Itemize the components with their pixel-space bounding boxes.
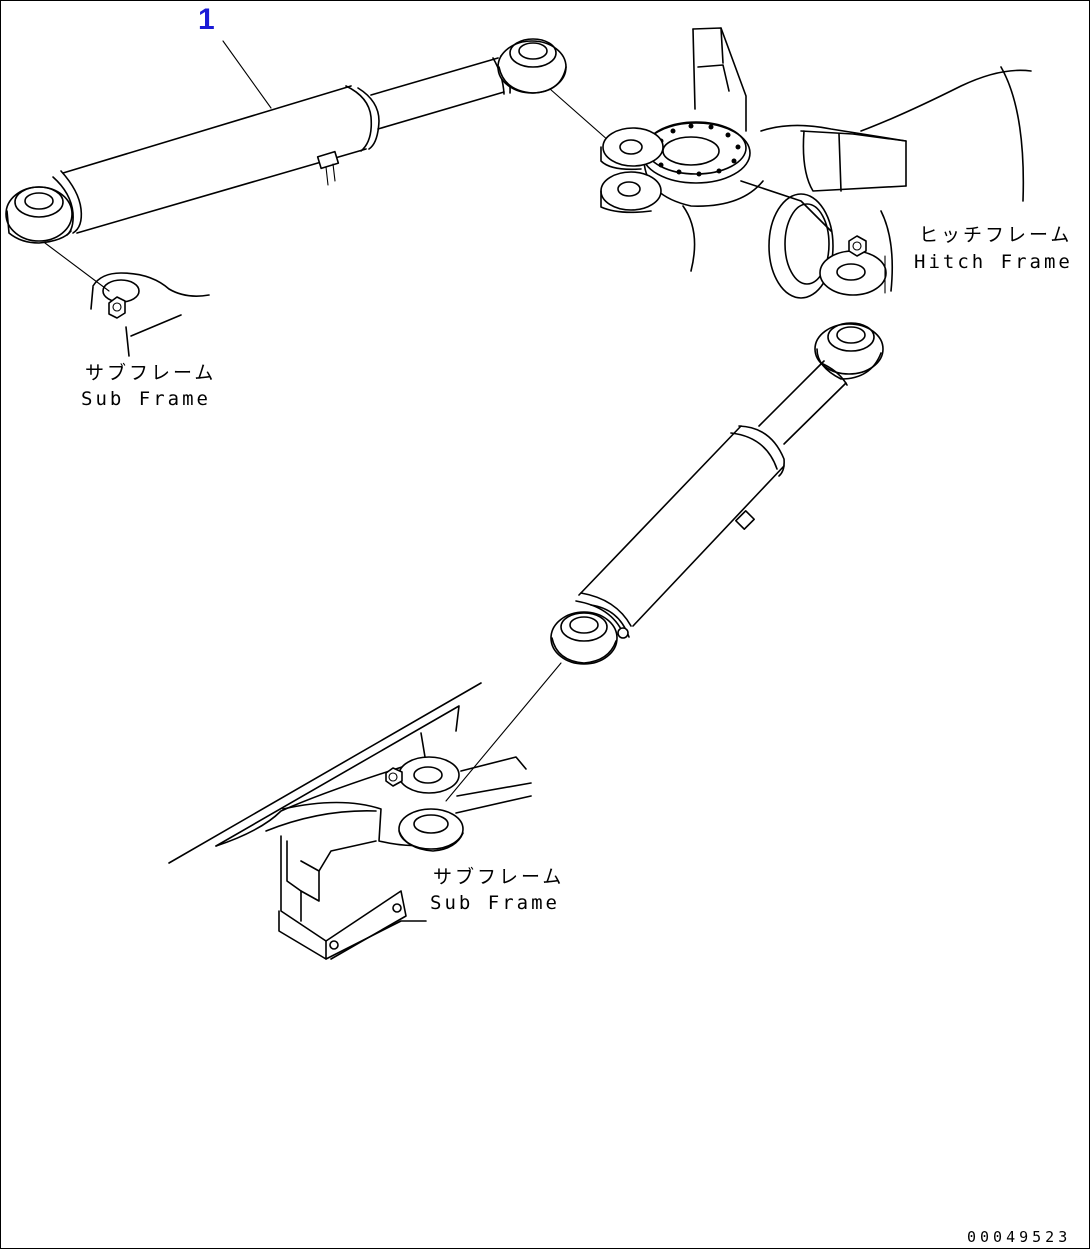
callout-1-number: 1 <box>198 3 215 36</box>
hitch-frame-bracket <box>600 27 1032 299</box>
sub-frame-lower-label-jp: サブフレーム <box>433 866 565 888</box>
steering-cylinder-lower <box>445 322 884 802</box>
drawing-code: 00049523 <box>967 1228 1072 1246</box>
sub-frame-bracket-lower <box>168 682 532 960</box>
sub-frame-upper-label-en: Sub Frame <box>81 388 211 410</box>
callout-1-leader <box>222 40 272 109</box>
hitch-frame-label-en: Hitch Frame <box>914 251 1073 273</box>
steering-cylinder-upper <box>5 38 610 292</box>
sub-frame-upper-label-jp: サブフレーム <box>85 362 217 384</box>
sub-frame-bracket-upper <box>90 272 210 357</box>
hitch-frame-label-jp: ヒッチフレーム <box>919 224 1073 246</box>
sub-frame-lower-label-en: Sub Frame <box>430 892 560 914</box>
